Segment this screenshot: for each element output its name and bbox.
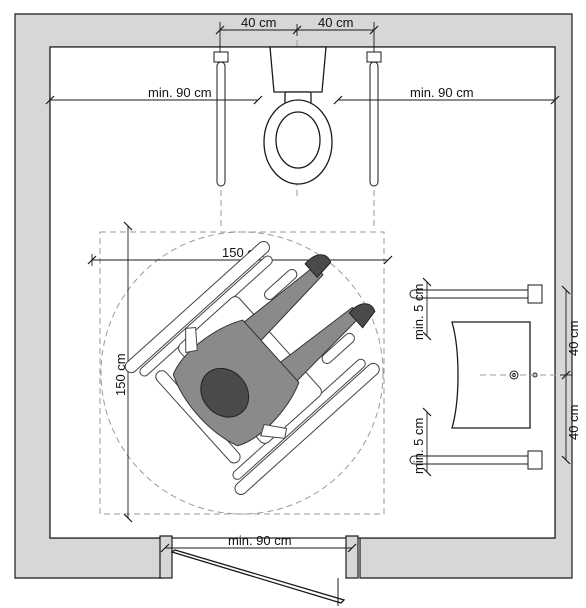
door-width-label: min. 90 cm	[228, 533, 292, 548]
turning-circle	[100, 231, 384, 515]
sink-offset-bottom-label: 40 cm	[566, 405, 581, 440]
door: min. 90 cm	[160, 533, 357, 606]
rail-gap-bottom-label: min. 5 cm	[411, 418, 426, 474]
right-clearance-label: min. 90 cm	[410, 85, 474, 100]
wheelchair-user	[124, 241, 380, 495]
person	[172, 254, 376, 447]
toilet-offset-dimension: 40 cm 40 cm	[215, 15, 379, 52]
door-jamb-right	[345, 535, 359, 579]
grab-bar-left	[213, 51, 229, 187]
grab-bar-lower	[409, 450, 543, 470]
grab-bar-upper	[409, 284, 543, 304]
turning-height-label: 150 cm	[113, 353, 128, 396]
side-clearance-dimensions: min. 90 cm min. 90 cm	[45, 85, 560, 105]
toilet-offset-left-label: 40 cm	[241, 15, 276, 30]
toilet-area	[213, 30, 382, 228]
left-clearance-label: min. 90 cm	[148, 85, 212, 100]
sink-area: min. 5 cm min. 5 cm 40 cm 40 cm	[409, 277, 581, 477]
sink-offset-top-label: 40 cm	[566, 321, 581, 356]
toilet	[263, 46, 333, 185]
toilet-offset-right-label: 40 cm	[318, 15, 353, 30]
door-leaf	[170, 549, 346, 604]
door-jamb-left	[159, 535, 173, 579]
rail-gap-top-label: min. 5 cm	[411, 284, 426, 340]
grab-bar-right	[366, 51, 382, 187]
